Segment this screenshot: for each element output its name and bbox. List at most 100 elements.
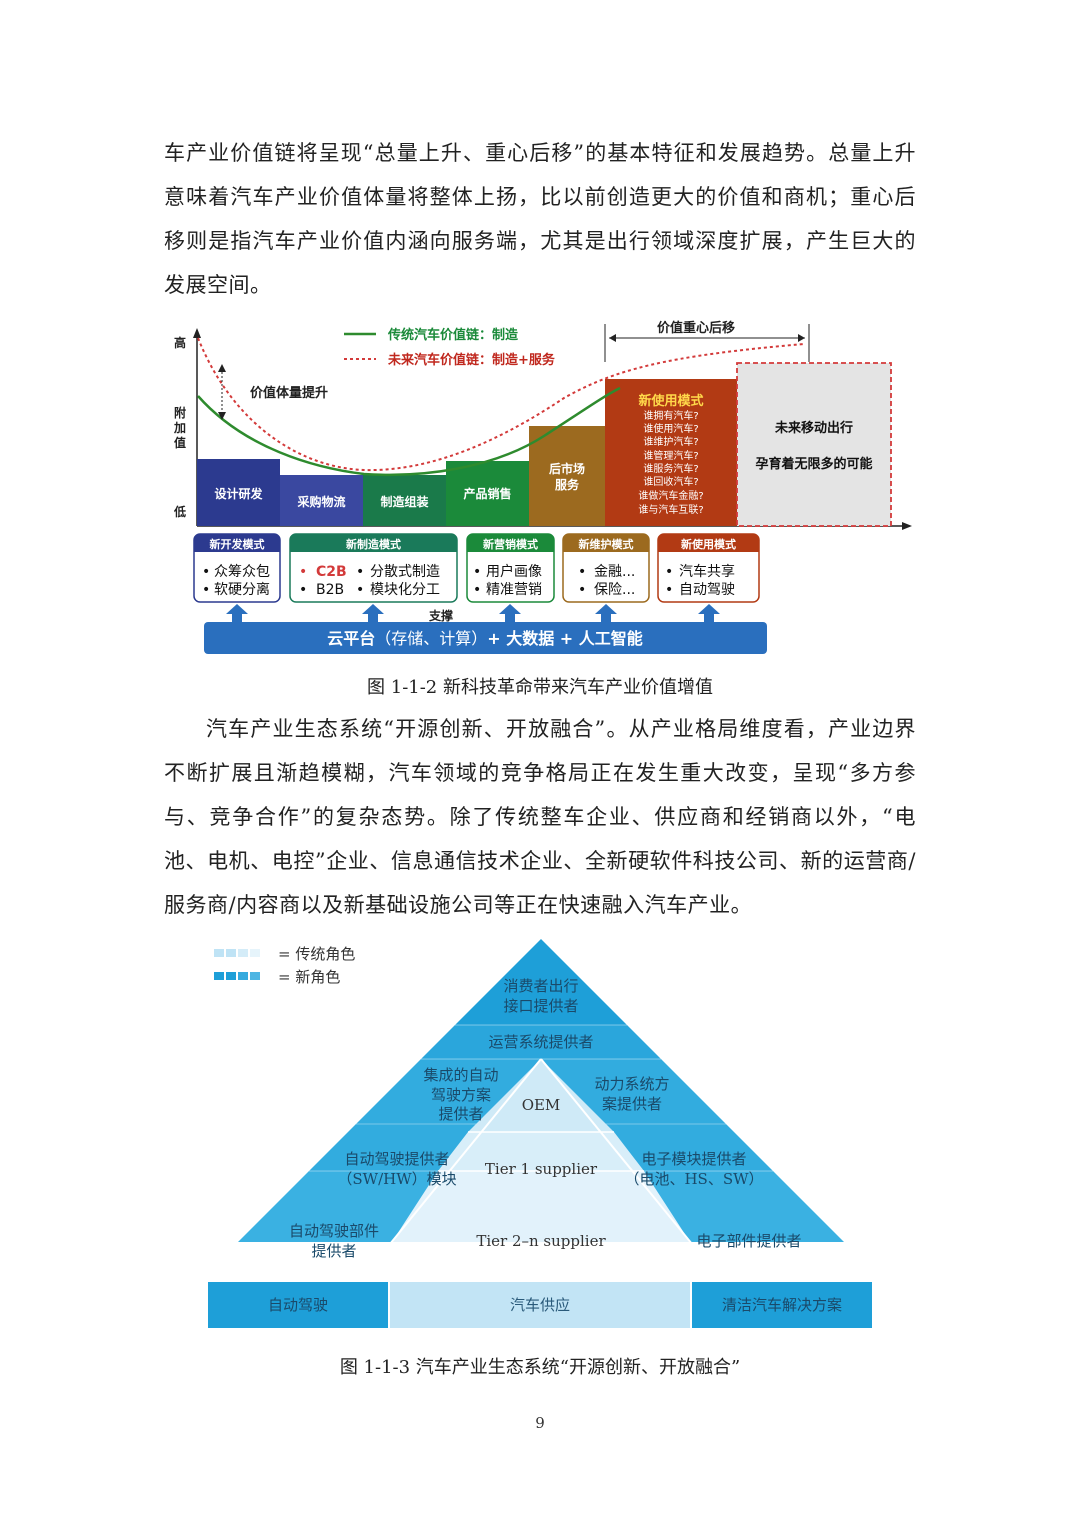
svg-text:新营销模式: 新营销模式	[483, 537, 538, 551]
svg-text:金融...: 金融...	[594, 564, 635, 580]
new-use-q4: 谁管理汽车?	[643, 449, 698, 462]
figure2-caption: 图 1-1-3 汽车产业生态系统“开源创新、开放融合”	[339, 1357, 741, 1378]
svg-text:•: •	[356, 582, 364, 598]
svg-text:用户画像: 用户画像	[486, 563, 542, 580]
base-autonomous-driving-label: 自动驾驶	[268, 1296, 328, 1314]
axis-ylabel-2: 加	[173, 420, 186, 435]
volume-rise-label: 价值体量提升	[250, 385, 328, 401]
legend-traditional-swatch	[214, 949, 260, 957]
new-use-q8: 谁与汽车互联?	[638, 503, 703, 516]
label-ad-module-1: 自动驾驶提供者	[344, 1150, 449, 1168]
stage-design-label: 设计研发	[214, 486, 263, 501]
axis-ylabel-1: 附	[174, 405, 186, 420]
base-clean-vehicle-label: 清洁汽车解决方案	[722, 1296, 842, 1314]
svg-text:分散式制造: 分散式制造	[370, 564, 440, 580]
svg-text:众筹众包: 众筹众包	[214, 563, 270, 580]
value-shift-label: 价值重心后移	[657, 320, 735, 336]
svg-text:•: •	[202, 582, 210, 598]
svg-text:•: •	[299, 582, 307, 598]
new-use-q7: 谁做汽车金融?	[638, 489, 703, 502]
mode-card-maintenance: 新维护模式 • 金融... • 保险...	[562, 533, 650, 603]
label-powertrain-2: 案提供者	[602, 1095, 662, 1113]
legend-new-swatch	[214, 972, 260, 980]
pyramid-ops-band	[421, 1025, 661, 1059]
label-ad-module-2: （SW/HW）模块	[337, 1170, 456, 1188]
mode-card-manufacturing: 新制造模式 • C2B • B2B • 分散式制造 • 模块化分工	[289, 533, 458, 603]
label-oem: OEM	[522, 1096, 561, 1114]
label-ops-provider: 运营系统提供者	[488, 1033, 593, 1051]
legend-new-label: = 新角色	[278, 968, 340, 986]
stage-sales	[446, 461, 529, 526]
new-use-q5: 谁服务汽车?	[643, 462, 698, 475]
new-use-q3: 谁维护汽车?	[643, 435, 698, 448]
cloud-platform-bar	[204, 622, 767, 654]
support-arrows	[226, 604, 720, 623]
svg-text:•: •	[299, 564, 307, 580]
label-ad-parts-1: 自动驾驶部件	[289, 1222, 379, 1240]
label-elec-module-2: （电池、HS、SW）	[624, 1170, 763, 1188]
stage-manufacturing-label: 制造组装	[380, 494, 428, 509]
svg-text:精准营销: 精准营销	[486, 582, 542, 598]
label-consumer-interface-2: 接口提供者	[503, 997, 578, 1015]
body-paragraph-1: 车产业价值链将呈现“总量上升、重心后移”的基本特征和发展趋势。总量上升意味着汽车…	[164, 141, 916, 297]
ecosystem-pyramid-figure: = 传统角色 = 新角色 消费者出行 接口提供者 运营系统提供者 集成的自动 驾…	[208, 939, 872, 1328]
future-mobility-box	[736, 362, 892, 527]
tier1-region	[438, 1132, 644, 1171]
svg-text:•: •	[665, 564, 673, 580]
stage-design	[197, 459, 280, 526]
stage-new-use	[605, 379, 737, 526]
svg-text:•: •	[473, 582, 481, 598]
svg-text:•: •	[356, 564, 364, 580]
future-value-curve	[197, 337, 805, 472]
svg-text:新维护模式: 新维护模式	[579, 537, 634, 551]
label-consumer-interface-1: 消费者出行	[503, 977, 578, 995]
svg-text:•: •	[202, 564, 210, 580]
svg-text:汽车共享: 汽车共享	[679, 563, 735, 580]
value-chain-figure: 高 低 附 加 值 传统汽车价值链：制造 未来汽车价值链：制造+服务 价值重心后…	[173, 320, 912, 654]
new-use-q2: 谁使用汽车?	[643, 422, 698, 435]
axis-ylabel-3: 值	[174, 435, 186, 450]
base-vehicle-supply	[390, 1282, 690, 1328]
svg-text:•: •	[473, 564, 481, 580]
svg-text:新制造模式: 新制造模式	[346, 537, 401, 551]
label-integrated-ad-2: 驾驶方案	[431, 1086, 491, 1104]
new-use-q1: 谁拥有汽车?	[643, 409, 698, 422]
base-clean-vehicle	[692, 1282, 872, 1328]
pyramid-top-band	[455, 939, 627, 1025]
svg-text:软硬分离: 软硬分离	[214, 581, 270, 598]
svg-text:模块化分工: 模块化分工	[370, 582, 440, 598]
mode-card-development: 新开发模式 • 众筹众包 • 软硬分离	[193, 533, 281, 603]
label-tier2: Tier 2–n supplier	[476, 1232, 606, 1250]
label-elec-module-1: 电子模块提供者	[641, 1150, 746, 1168]
support-label: 支撑	[428, 608, 453, 623]
stage-manufacturing	[363, 475, 446, 526]
stage-procurement	[280, 475, 363, 526]
svg-text:•: •	[578, 582, 586, 598]
stage-aftermarket-label-1: 后市场	[549, 461, 585, 476]
stage-aftermarket	[529, 426, 605, 526]
legend-future: 未来汽车价值链：制造+服务	[387, 352, 556, 368]
label-integrated-ad-1: 集成的自动	[423, 1066, 498, 1084]
axis-high-label: 高	[174, 335, 186, 350]
svg-text:新开发模式: 新开发模式	[210, 537, 265, 551]
traditional-value-curve	[197, 386, 621, 477]
stage-procurement-label: 采购物流	[296, 494, 345, 509]
legend-traditional-label: = 传统角色	[278, 945, 355, 963]
svg-text:新使用模式: 新使用模式	[681, 537, 736, 551]
figure1-caption: 图 1-1-2 新科技革命带来汽车产业价值增值	[367, 677, 713, 698]
oem-region	[468, 1059, 614, 1132]
svg-text:保险...: 保险...	[594, 582, 635, 598]
future-mobility-line2: 孕育着无限多的可能	[755, 456, 872, 472]
label-powertrain-1: 动力系统方	[594, 1075, 669, 1093]
body-paragraph-2: 汽车产业生态系统“开源创新、开放融合”。从产业格局维度看，产业边界不断扩展且渐趋…	[164, 717, 916, 917]
stage-sales-label: 产品销售	[463, 486, 511, 501]
svg-text:自动驾驶: 自动驾驶	[679, 582, 735, 598]
tier2-region	[392, 1171, 690, 1242]
base-vehicle-supply-label: 汽车供应	[510, 1296, 570, 1314]
new-use-title: 新使用模式	[638, 393, 703, 409]
mode-card-usage: 新使用模式 • 汽车共享 • 自动驾驶	[657, 533, 760, 603]
mode-card-marketing: 新营销模式 • 用户画像 • 精准营销	[466, 533, 555, 603]
stage-aftermarket-label-2: 服务	[555, 477, 580, 492]
future-mobility-line1: 未来移动出行	[774, 420, 853, 436]
base-autonomous-driving	[208, 1282, 388, 1328]
